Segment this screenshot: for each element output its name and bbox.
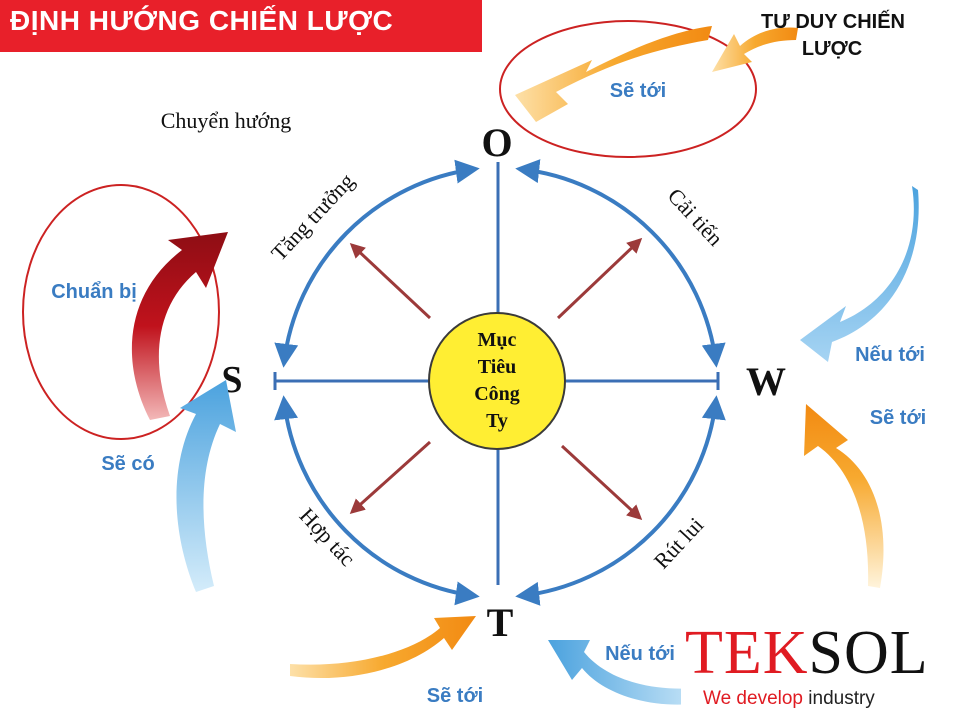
ellipse-left <box>22 184 220 440</box>
label-cai-tien: Cải tiến <box>663 183 728 251</box>
center-line-3: Công <box>474 383 520 405</box>
arc-top-left <box>274 159 480 368</box>
diag-arrow-top-left <box>349 242 432 320</box>
orange-arrow-top <box>515 26 712 122</box>
label-tang-truong: Tăng trưởng <box>266 168 359 265</box>
center-circle <box>428 312 566 450</box>
orange-arrow-bottom <box>290 616 476 679</box>
logo-part-tek: TEK <box>685 619 809 687</box>
teksol-logo: TEKSOL We develop industry <box>681 618 960 716</box>
title-banner: ĐỊNH HƯỚNG CHIẾN LƯỢC <box>0 0 482 52</box>
center-goal: Mục Tiêu Công Ty <box>428 312 566 450</box>
top-right-group: TƯ DUY CHIẾN LƯỢC Sẽ tới <box>499 10 905 158</box>
center-line-4: Ty <box>486 410 508 432</box>
diagonal-arrows <box>349 237 643 521</box>
label-se-toi-right: Sẽ tới <box>870 407 926 429</box>
label-se-co: Sẽ có <box>101 453 154 475</box>
label-se-toi-bottom: Sẽ tới <box>427 685 483 707</box>
logo-part-sol: SOL <box>808 619 929 687</box>
ellipse-top-right <box>499 20 757 158</box>
center-line-2: Tiêu <box>478 356 517 378</box>
pole-w: W <box>746 359 786 404</box>
orange-arrow-right <box>804 404 884 588</box>
axes <box>273 162 720 585</box>
diag-arrow-bottom-right <box>560 444 643 521</box>
diag-arrow-bottom-left <box>349 440 432 515</box>
pole-o: O <box>481 120 512 165</box>
label-chuan-bi: Chuẩn bị <box>51 281 137 303</box>
label-neu-toi-bottom: Nếu tới <box>605 643 675 665</box>
red-arrow <box>131 232 228 420</box>
blue-arrow-left <box>176 380 236 592</box>
logo-tagline: We develop industry <box>703 688 875 710</box>
label-chuyen-huong: Chuyển hướng <box>161 108 292 133</box>
orange-arrow-corner <box>712 27 798 72</box>
corner-label-line1: TƯ DUY CHIẾN <box>761 10 905 33</box>
logo-tagline-rest: industry <box>803 688 875 709</box>
diag-arrow-top-right <box>556 237 643 320</box>
arc-bottom-left <box>274 395 480 606</box>
poles: O W T S <box>221 120 786 645</box>
corner-label-line2: LƯỢC <box>802 38 862 60</box>
pole-t: T <box>487 600 514 645</box>
arc-top-right <box>515 159 726 368</box>
logo-wordmark: TEKSOL <box>685 618 929 688</box>
left-group: Chuyển hướng Chuẩn bị Sẽ có <box>22 108 292 592</box>
blue-arrow-right <box>800 186 919 362</box>
center-line-1: Mục <box>478 329 517 351</box>
label-se-toi-top: Sẽ tới <box>610 80 666 102</box>
page-title: ĐỊNH HƯỚNG CHIẾN LƯỢC <box>10 5 394 36</box>
cycle-ring <box>274 159 726 606</box>
label-rut-lui: Rút lui <box>649 512 709 573</box>
label-neu-toi-right: Nếu tới <box>855 344 925 366</box>
logo-tagline-highlight: We develop <box>703 688 803 709</box>
arc-bottom-right <box>515 395 726 606</box>
right-group: Nếu tới Sẽ tới <box>800 186 926 588</box>
